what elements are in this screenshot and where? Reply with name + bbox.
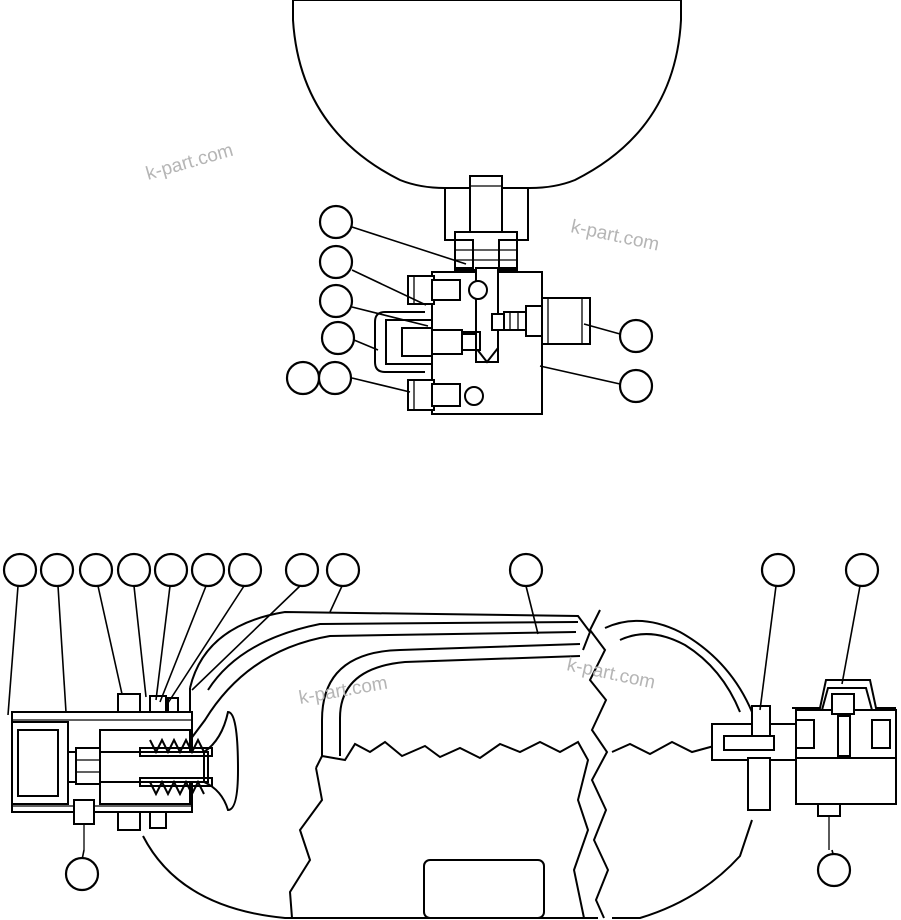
gauge-fitting-right — [541, 297, 591, 345]
handle-slot — [423, 859, 545, 919]
callout-bubble — [318, 283, 354, 319]
drain-screw — [817, 803, 841, 817]
guard-block — [795, 757, 897, 805]
callout-bubble — [116, 552, 152, 588]
bottom-callouts — [2, 552, 880, 892]
top-assembly-view — [292, 0, 682, 415]
callout-bubble — [325, 552, 361, 588]
callout-bubble — [318, 244, 354, 280]
broken-edge-left — [315, 740, 590, 919]
broken-edge-right — [611, 740, 715, 756]
top-leader-lines — [351, 226, 621, 393]
poppet-head — [203, 710, 240, 812]
watermark-text: k-part.com — [565, 654, 657, 693]
callout-bubble — [64, 856, 100, 892]
cap-screw-upper — [407, 275, 435, 305]
callout-bubble — [39, 552, 75, 588]
bottom-assembly-view — [11, 609, 897, 919]
gas-valve-core — [831, 693, 855, 715]
cap-screw-lower — [407, 379, 435, 411]
watermark-text: k-part.com — [144, 140, 236, 185]
callout-bubble — [618, 368, 654, 404]
fitting-guard — [374, 311, 425, 373]
bladder-left — [321, 643, 581, 756]
outer-shell-bottom-left — [142, 835, 598, 919]
top-callouts — [285, 204, 654, 404]
bolt-top — [117, 693, 141, 713]
bladder-liner-left — [189, 631, 577, 741]
callout-bubble — [317, 360, 353, 396]
bottom-leader-lines — [7, 585, 861, 861]
bolt-bottom — [117, 811, 141, 831]
outer-shell-left — [189, 610, 592, 689]
callout-bubble — [844, 552, 880, 588]
seal-nut — [454, 231, 518, 271]
gas-valve-nut — [751, 705, 771, 737]
callout-bubble — [760, 552, 796, 588]
callout-bubble — [318, 204, 354, 240]
outer-shell-right — [604, 619, 753, 713]
drain-plug — [73, 799, 95, 825]
callout-bubble — [78, 552, 114, 588]
valve-guard-bracket — [792, 679, 896, 709]
callout-bubble — [508, 552, 544, 588]
callout-bubble — [190, 552, 226, 588]
callout-bubble — [816, 852, 852, 888]
vessel-dome — [292, 0, 682, 189]
callout-bubble — [285, 360, 321, 396]
break-line-center — [588, 609, 610, 919]
callout-bubble — [227, 552, 263, 588]
watermark-text: k-part.com — [297, 673, 389, 709]
callout-bubble — [320, 320, 356, 356]
callout-bubble — [153, 552, 189, 588]
callout-bubble — [2, 552, 38, 588]
poppet-spring — [149, 737, 205, 797]
callout-bubble — [618, 318, 654, 354]
callout-bubble — [284, 552, 320, 588]
outer-shell-bottom-right — [612, 819, 753, 919]
watermark-text: k-part.com — [569, 216, 661, 255]
